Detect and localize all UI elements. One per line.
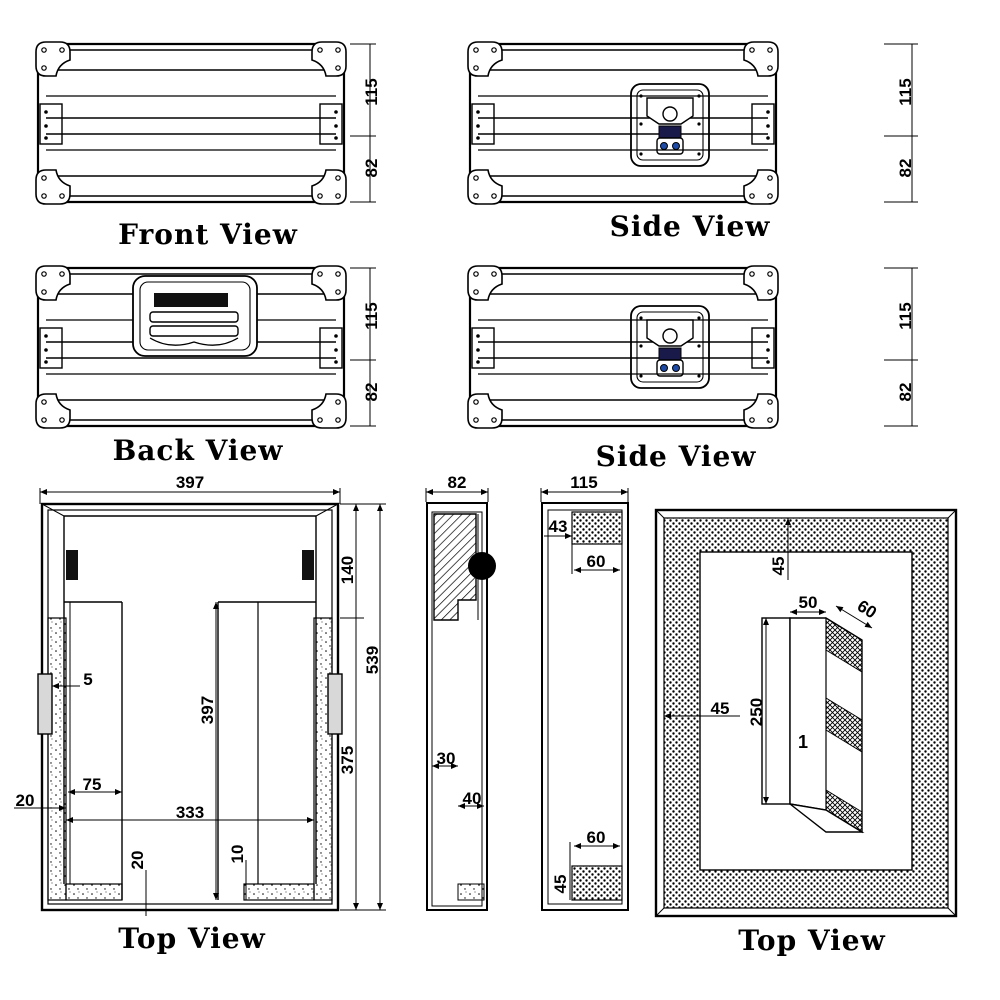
dim-lid-front: 115 [362,78,381,105]
side-view-top [468,42,918,204]
back-view [36,266,376,428]
front-view [36,42,376,204]
top-view-label-2: Top View [738,924,885,957]
dim-bottom-10: 10 [228,845,247,864]
dim-foam-top: 45 [769,557,788,576]
dim-foam-side: 20 [16,791,35,810]
dim-section-115: 115 [570,473,597,492]
dim-base-side2: 82 [896,383,915,402]
top-view-label-1: Top View [118,922,265,955]
dim-section-43: 43 [549,517,568,536]
side-view-label-1: Side View [610,210,771,243]
dim-lid-back: 115 [362,302,381,329]
dim-section-60b: 60 [587,828,606,847]
dim-lid-side2: 115 [896,302,915,329]
dim-lid-depth: 140 [338,556,357,584]
dim-inner-width: 333 [176,803,204,822]
dim-section-82: 82 [448,473,467,492]
side-view-label-2: Side View [596,440,757,473]
back-view-label: Back View [113,434,284,467]
dim-bottom-20: 20 [128,851,147,870]
top-view-lid-foam [654,508,958,918]
section-base [425,488,496,911]
dim-insert-250: 250 [747,698,766,726]
dim-section-40: 40 [463,789,482,808]
side-view-bottom [468,266,918,428]
dim-inner-depth: 397 [198,696,217,724]
dim-insert-50: 50 [799,593,818,612]
dim-total-depth: 539 [363,646,382,674]
dim-width: 397 [176,473,204,492]
dim-base-front: 82 [362,159,381,178]
dim-lid-side1: 115 [896,78,915,105]
insert-number: 1 [798,732,808,752]
dim-base-side1: 82 [896,159,915,178]
dim-section-60a: 60 [587,552,606,571]
section-lid [540,488,629,911]
dim-base-depth: 375 [338,746,357,774]
top-view-plan [14,488,386,916]
front-view-label: Front View [118,218,298,251]
dim-section-30: 30 [437,749,456,768]
dim-section-45: 45 [551,875,570,894]
dim-wall: 5 [83,670,92,689]
dim-foam-left: 45 [711,699,730,718]
dim-slot-width: 75 [83,775,102,794]
dim-base-back: 82 [362,383,381,402]
